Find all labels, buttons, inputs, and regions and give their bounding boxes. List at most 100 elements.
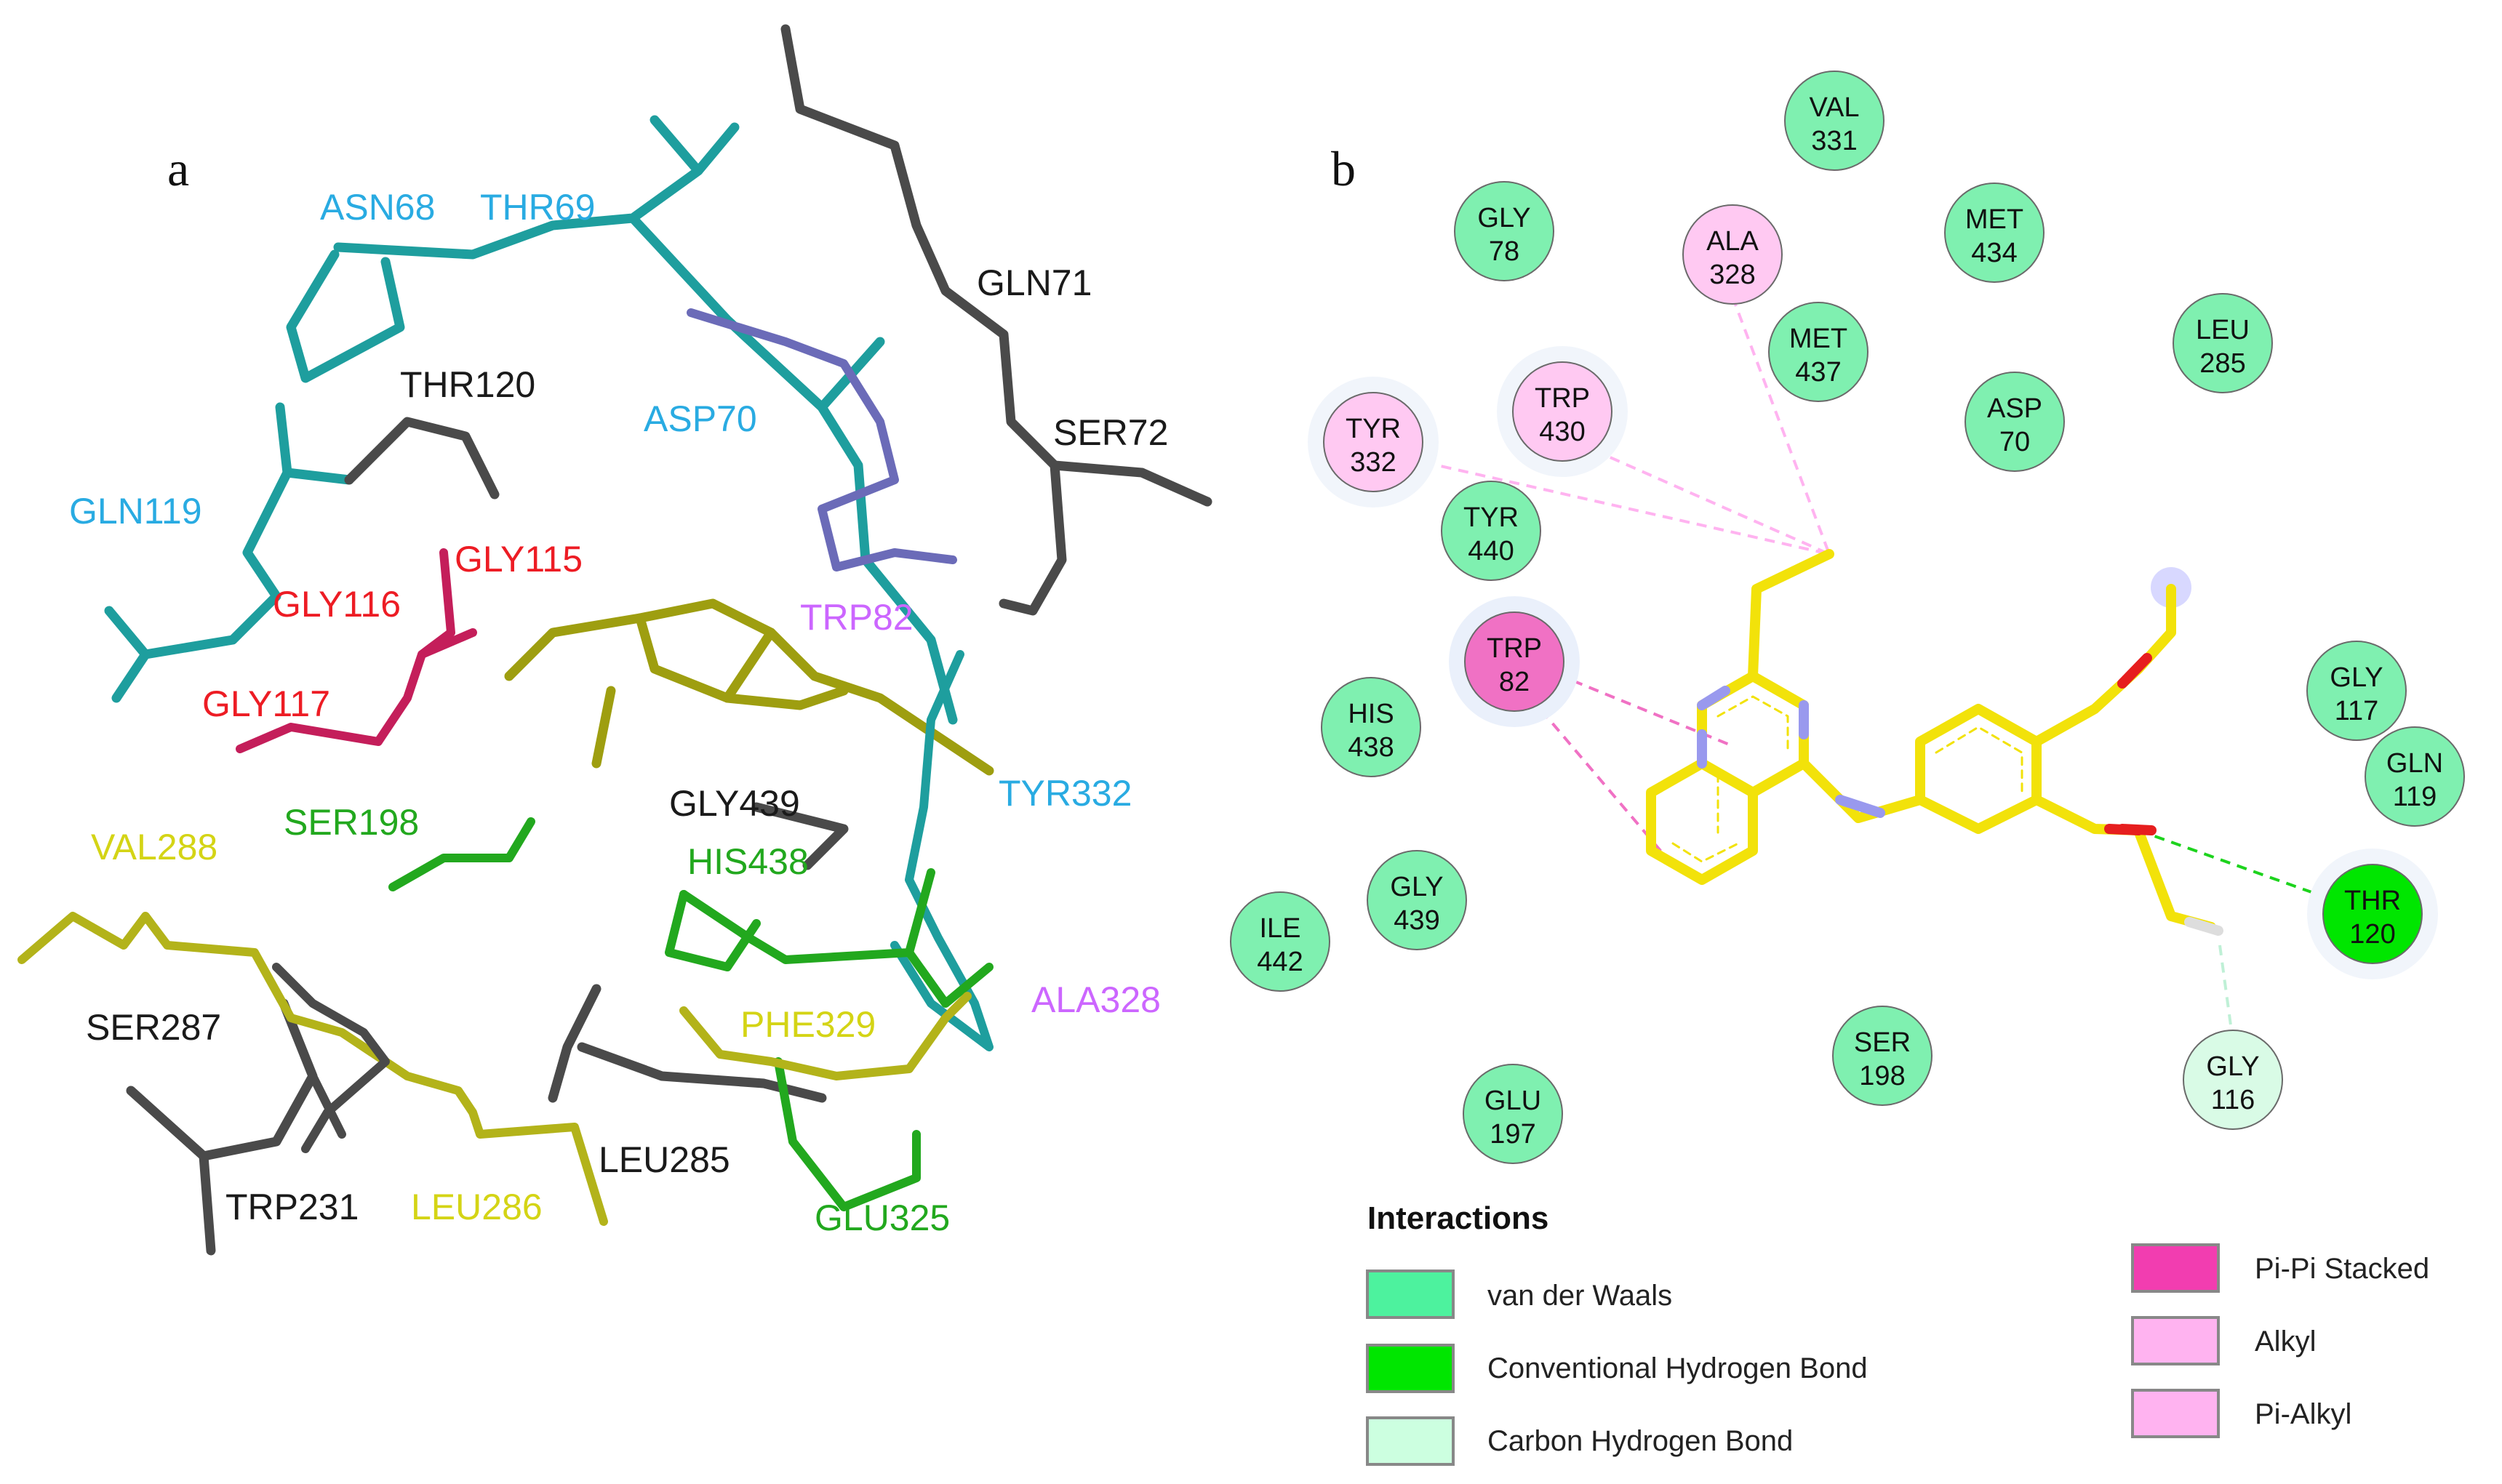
ligand-2d xyxy=(1646,549,2223,936)
residue-leu285: LEU285 xyxy=(2173,293,2273,393)
residue-disc xyxy=(2173,293,2273,393)
legend-item-pipi: Pi-Pi Stacked xyxy=(2131,1243,2429,1293)
residue-disc xyxy=(1464,611,1564,712)
residue-name: LEU xyxy=(2196,315,2250,345)
residue-gln119: GLN119 xyxy=(2365,726,2465,827)
residue-number: 328 xyxy=(1709,260,1755,290)
residue-number: 437 xyxy=(1795,357,1841,388)
label-phe329: PHE329 xyxy=(740,1004,876,1045)
legend-label-hbond: Conventional Hydrogen Bond xyxy=(1487,1352,1868,1384)
residue-thr120: THR120 xyxy=(2307,849,2438,979)
residue-number: 439 xyxy=(1394,905,1439,936)
residue-number: 442 xyxy=(1257,947,1303,977)
label-gln71: GLN71 xyxy=(977,262,1092,303)
label-his438: HIS438 xyxy=(687,841,809,882)
label-ala328: ALA328 xyxy=(1031,979,1161,1020)
residue-name: VAL xyxy=(1809,92,1859,123)
gln119-stick xyxy=(104,402,354,703)
legend-item-pialkyl: Pi-Alkyl xyxy=(2131,1389,2351,1438)
label-gly117: GLY117 xyxy=(202,683,330,724)
label-trp82: TRP82 xyxy=(800,597,914,638)
residue-name: SER xyxy=(1854,1027,1911,1058)
label-ser72: SER72 xyxy=(1053,412,1168,453)
residue-name: GLN xyxy=(2386,748,2443,779)
legend: Interactions van der Waals Conventional … xyxy=(1366,1200,2429,1466)
residue-name: ALA xyxy=(1706,226,1759,257)
residue-disc xyxy=(1441,481,1541,581)
residue-disc xyxy=(1682,204,1783,305)
legend-swatch-vdw xyxy=(1366,1270,1455,1319)
legend-label-pialkyl: Pi-Alkyl xyxy=(2255,1398,2351,1430)
residue-asp70: ASP70 xyxy=(1965,372,2065,472)
residue-trp82: TRP82 xyxy=(1449,596,1580,727)
residue-number: 120 xyxy=(2349,919,2395,950)
label-gly115: GLY115 xyxy=(455,539,583,579)
label-ser198: SER198 xyxy=(284,802,419,843)
residue-number: 82 xyxy=(1499,667,1530,697)
residue-ser198: SER198 xyxy=(1832,1006,1933,1106)
residue-number: 198 xyxy=(1859,1061,1905,1091)
legend-swatch-pialkyl xyxy=(2131,1389,2220,1438)
olive-residues xyxy=(17,912,972,1226)
pialkyl-line-tyr332 xyxy=(1372,449,1830,556)
pialkyl-line-trp430 xyxy=(1562,435,1830,556)
label-leu286: LEU286 xyxy=(411,1187,543,1227)
residue-gly439: GLY439 xyxy=(1367,850,1467,950)
legend-swatch-chbond xyxy=(1366,1416,1455,1466)
label-gly116: GLY116 xyxy=(273,584,401,625)
residue-disc xyxy=(1323,392,1423,492)
gly-chain-stick xyxy=(236,548,477,753)
legend-swatch-pipi xyxy=(2131,1243,2220,1293)
label-tyr332: TYR332 xyxy=(999,773,1132,814)
label-thr69: THR69 xyxy=(480,187,595,228)
residue-name: THR xyxy=(2344,886,2401,916)
residue-disc xyxy=(1944,183,2045,283)
residue-disc xyxy=(1230,891,1330,992)
residue-gly116: GLY116 xyxy=(2183,1030,2283,1130)
residue-name: MET xyxy=(1789,324,1847,354)
legend-item-chbond: Carbon Hydrogen Bond xyxy=(1366,1416,1793,1466)
panel-b-letter: b xyxy=(1331,141,1356,196)
hbond-line-thr120 xyxy=(2138,829,2373,915)
trp82-stick xyxy=(687,308,957,571)
legend-title: Interactions xyxy=(1367,1200,1548,1236)
label-trp231: TRP231 xyxy=(225,1187,359,1227)
residue-number: 197 xyxy=(1490,1119,1535,1150)
residue-number: 119 xyxy=(2393,782,2437,812)
residue-disc xyxy=(1965,372,2065,472)
panel-a-letter: a xyxy=(167,141,189,196)
legend-label-vdw: van der Waals xyxy=(1487,1280,1672,1312)
residue-disc xyxy=(1321,677,1421,777)
residue-disc xyxy=(2322,864,2423,964)
panel-a: a xyxy=(17,24,1212,1256)
residue-disc xyxy=(2183,1030,2283,1130)
residue-disc xyxy=(1367,850,1467,950)
residue-number: 285 xyxy=(2199,348,2245,379)
legend-label-alkyl: Alkyl xyxy=(2255,1325,2316,1357)
alkyl-line-ala328 xyxy=(1731,296,1831,555)
residue-number: 117 xyxy=(2335,696,2379,726)
residue-number: 434 xyxy=(1971,238,2017,268)
label-leu285: LEU285 xyxy=(599,1139,730,1180)
legend-swatch-alkyl xyxy=(2131,1316,2220,1365)
residue-gly117: GLY117 xyxy=(2306,641,2407,741)
residue-name: TRP xyxy=(1535,383,1590,414)
legend-label-pipi: Pi-Pi Stacked xyxy=(2255,1253,2429,1285)
label-asp70: ASP70 xyxy=(644,398,757,439)
label-asn68: ASN68 xyxy=(320,187,435,228)
grey-residues xyxy=(126,24,1212,1256)
residue-name: GLY xyxy=(1477,203,1530,233)
trp231-stick xyxy=(272,963,390,1153)
cyan-residues-top xyxy=(286,115,958,725)
residue-number: 70 xyxy=(1999,427,2030,457)
residue-disc xyxy=(1512,361,1612,462)
